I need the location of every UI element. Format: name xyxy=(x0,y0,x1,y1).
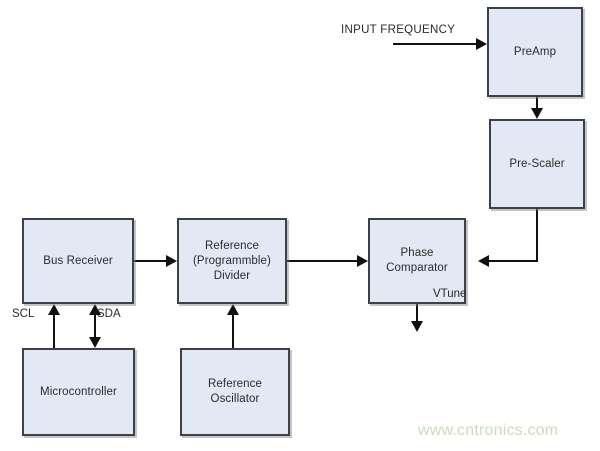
label-scl: SCL xyxy=(12,308,35,320)
wire-sda xyxy=(94,315,96,337)
wire-pre-scaler-down xyxy=(536,209,538,262)
arrowhead-vtune xyxy=(411,321,423,332)
block-pre-scaler[interactable]: Pre-Scaler xyxy=(489,119,585,209)
label-input-frequency: INPUT FREQUENCY xyxy=(341,24,456,36)
arrowhead-scl-up xyxy=(48,304,60,315)
wire-scl xyxy=(53,315,55,348)
block-reference-divider[interactable]: Reference (Programmble) Divider xyxy=(177,218,287,304)
block-bus-receiver[interactable]: Bus Receiver xyxy=(22,218,134,304)
wire-pre-scaler-to-phase-comparator xyxy=(489,260,538,262)
arrowhead-sda-down xyxy=(89,337,101,348)
arrowhead-pre-scaler-to-phase-comparator xyxy=(478,255,489,267)
block-reference-divider-label: Reference (Programmble) Divider xyxy=(193,239,271,282)
block-bus-receiver-label: Bus Receiver xyxy=(43,254,113,267)
arrowhead-input-frequency-to-preamp xyxy=(476,38,487,50)
arrowhead-divider-to-phase-comparator xyxy=(357,255,368,267)
arrowhead-sda-up xyxy=(89,304,101,315)
label-vtune: VTune xyxy=(433,288,467,300)
arrowhead-preamp-to-pre-scaler xyxy=(531,108,543,119)
wire-bus-receiver-to-divider xyxy=(134,260,166,262)
block-reference-oscillator[interactable]: Reference Oscillator xyxy=(180,348,290,436)
block-phase-comparator-label: Phase Comparator xyxy=(386,247,448,274)
watermark-text: www.cntronics.com xyxy=(418,422,559,439)
wire-reference-oscillator-to-divider xyxy=(232,315,234,348)
block-pre-scaler-label: Pre-Scaler xyxy=(509,157,565,170)
block-microcontroller-label: Microcontroller xyxy=(40,385,117,398)
block-preamp[interactable]: PreAmp xyxy=(487,7,583,97)
block-phase-comparator[interactable]: Phase Comparator xyxy=(368,218,466,304)
wire-divider-to-phase-comparator xyxy=(287,260,357,262)
wire-input-frequency-to-preamp xyxy=(393,43,476,45)
block-microcontroller[interactable]: Microcontroller xyxy=(22,348,135,436)
arrowhead-bus-receiver-to-divider xyxy=(166,255,177,267)
block-reference-oscillator-label: Reference Oscillator xyxy=(208,378,262,405)
label-sda: SDA xyxy=(97,308,121,320)
wire-phase-comparator-to-vtune xyxy=(416,304,418,324)
wire-preamp-to-pre-scaler xyxy=(536,97,538,111)
block-preamp-label: PreAmp xyxy=(513,45,557,58)
arrowhead-reference-oscillator-to-divider xyxy=(227,304,239,315)
